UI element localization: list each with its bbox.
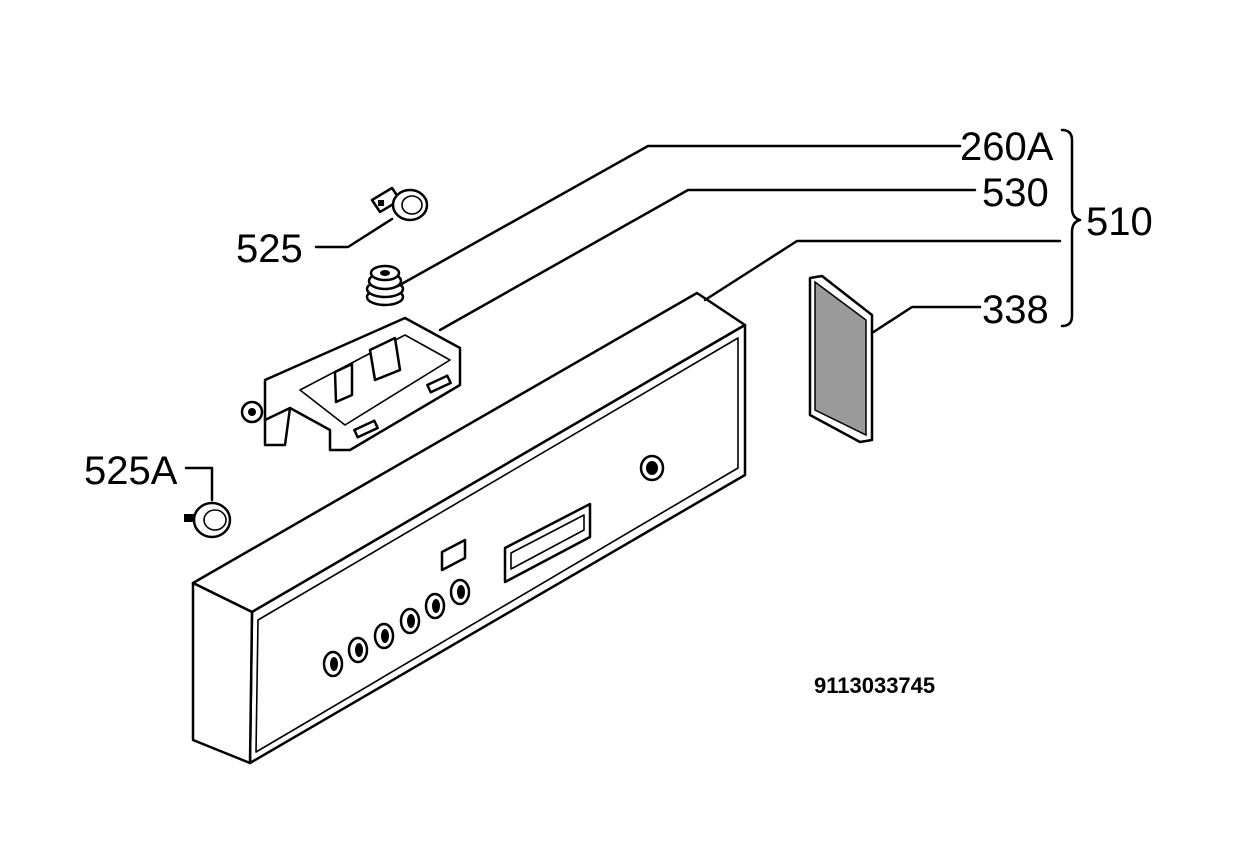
label-338: 338 bbox=[982, 288, 1049, 332]
group-brace bbox=[1060, 128, 1082, 328]
label-530: 530 bbox=[982, 171, 1049, 215]
leader-lines bbox=[184, 144, 1062, 502]
label-510: 510 bbox=[1086, 200, 1153, 244]
push-button-spring-part bbox=[365, 264, 405, 307]
label-525a: 525A bbox=[84, 449, 178, 493]
indicator-lamp-part bbox=[370, 186, 429, 222]
program-buttons bbox=[322, 578, 471, 678]
control-panel-part bbox=[191, 291, 747, 765]
knob-part bbox=[184, 501, 232, 539]
button-holder-part bbox=[240, 316, 462, 452]
cover-plate-part bbox=[808, 274, 874, 444]
label-260a: 260A bbox=[960, 125, 1054, 169]
label-525: 525 bbox=[236, 227, 303, 271]
drawing-reference-number: 9113033745 bbox=[814, 673, 935, 698]
